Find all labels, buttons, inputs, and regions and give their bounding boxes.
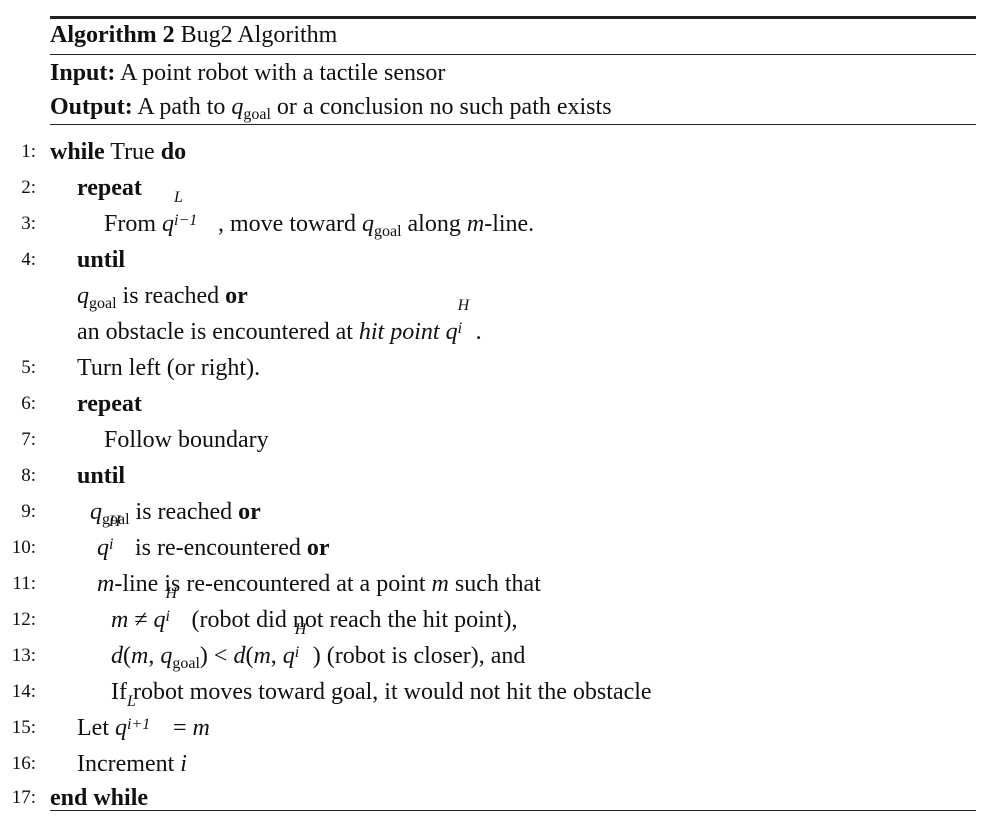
line-number: 17: <box>11 787 36 808</box>
algo-line-1: 1: while True do <box>0 134 1002 170</box>
line-content: If robot moves toward goal, it would not… <box>111 679 652 705</box>
line-content: an obstacle is encountered at hit point … <box>77 297 482 346</box>
q-goal-symbol: qgoal <box>160 643 200 672</box>
output-label: Output: <box>50 94 133 120</box>
q-goal-symbol: qgoal <box>361 211 402 240</box>
line-content: qgoal is reached or <box>90 499 261 528</box>
algo-line-7: 7: Follow boundary <box>0 422 1002 458</box>
line-number: 9: <box>21 501 36 522</box>
line-number: 6: <box>21 393 36 414</box>
line-number: 11: <box>12 573 36 594</box>
algo-line-17: 17: end while <box>0 780 1002 816</box>
algo-line-2: 2: repeat <box>0 170 1002 206</box>
input-line: Input: A point robot with a tactile sens… <box>50 56 445 90</box>
q-goal-symbol: qgoal <box>231 94 271 123</box>
output-text-a: A path to <box>137 94 226 120</box>
line-content: m-line is re-encountered at a point m su… <box>97 571 541 597</box>
line-number: 13: <box>11 645 36 666</box>
line-number: 10: <box>11 537 36 558</box>
line-number: 16: <box>11 753 36 774</box>
line-content: repeat <box>77 391 142 417</box>
line-content: Increment i <box>77 751 187 777</box>
algo-line-8: 8: until <box>0 458 1002 494</box>
line-number: 12: <box>11 609 36 630</box>
line-number: 4: <box>21 249 36 270</box>
input-label: Input: <box>50 60 116 86</box>
line-number: 1: <box>21 141 36 162</box>
algo-line-4: 4: until <box>0 242 1002 278</box>
output-line: Output: A path to qgoal or a conclusion … <box>50 90 612 132</box>
line-content: until <box>77 247 126 273</box>
line-number: 5: <box>21 357 36 378</box>
algo-line-9: 9: qgoal is reached or <box>0 494 1002 530</box>
algo-line-5: 5: Turn left (or right). <box>0 350 1002 386</box>
q-goal-symbol: qgoal <box>77 283 117 312</box>
header-rule <box>50 124 976 125</box>
line-content: Turn left (or right). <box>77 355 261 381</box>
q-goal-symbol: qgoal <box>90 499 130 528</box>
bottom-rule <box>50 810 976 811</box>
algo-line-14: 14: If robot moves toward goal, it would… <box>0 674 1002 710</box>
line-number: 14: <box>11 681 36 702</box>
line-number: 3: <box>21 213 36 234</box>
algo-line-4a: qgoal is reached or <box>0 278 1002 314</box>
line-content: while True do <box>50 139 187 165</box>
algorithm-caption: Algorithm 2 Bug2 Algorithm <box>50 18 337 52</box>
algorithm-label: Algorithm 2 <box>50 22 175 48</box>
algo-line-11: 11: m-line is re-encountered at a point … <box>0 566 1002 602</box>
line-content: qgoal is reached or <box>77 283 248 312</box>
output-text-b: or a conclusion no such path exists <box>276 94 612 120</box>
line-content: Follow boundary <box>104 427 269 453</box>
algo-line-6: 6: repeat <box>0 386 1002 422</box>
line-content: end while <box>50 785 149 811</box>
input-text: A point robot with a tactile sensor <box>120 60 446 86</box>
line-number: 8: <box>21 465 36 486</box>
algo-line-16: 16: Increment i <box>0 746 1002 782</box>
top-rule <box>50 16 976 19</box>
algorithm-name: Bug2 Algorithm <box>180 22 338 48</box>
caption-rule <box>50 54 976 55</box>
line-number: 2: <box>21 177 36 198</box>
line-content: until <box>77 463 126 489</box>
line-number: 7: <box>21 429 36 450</box>
line-number: 15: <box>11 717 36 738</box>
algo-line-4b: an obstacle is encountered at hit point … <box>0 297 1002 350</box>
line-content: repeat <box>77 175 142 201</box>
